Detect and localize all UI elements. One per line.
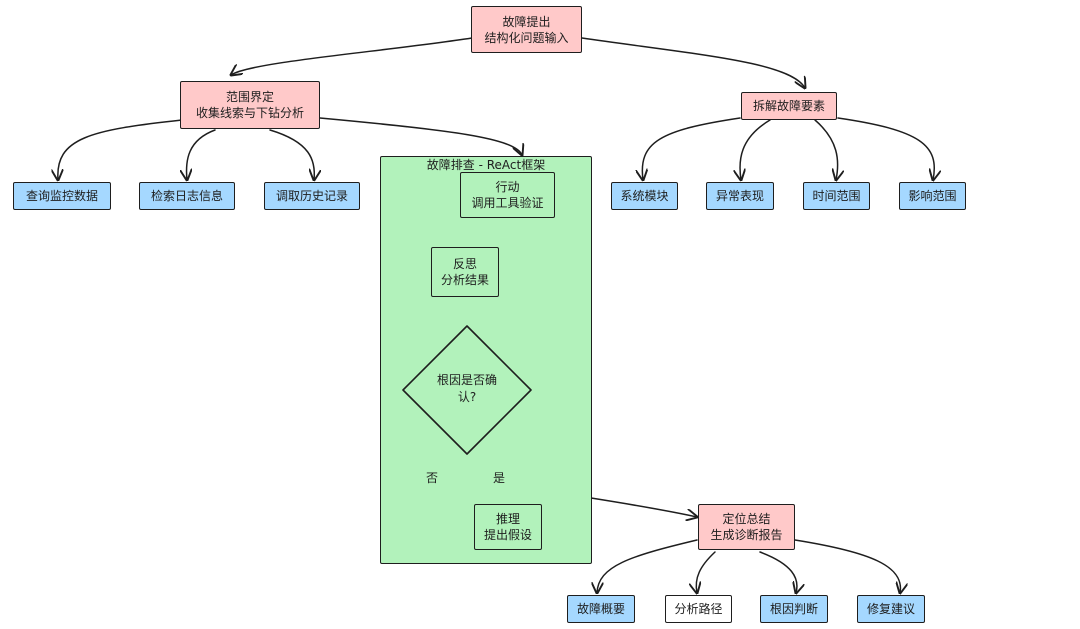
decision-text: 根因是否确 认? [405, 372, 529, 406]
edge-summary-root [759, 551, 797, 593]
summary-node-subtitle: 生成诊断报告 [710, 528, 783, 542]
edge-decompose-impact [837, 117, 934, 180]
root-node: 故障提出 结构化问题输入 [471, 6, 582, 53]
symptom-label: 异常表现 [715, 189, 764, 203]
overview-node: 故障概要 [567, 595, 635, 623]
impact-range-node: 影响范围 [899, 182, 966, 210]
system-module-label: 系统模块 [620, 189, 669, 203]
action-node-title: 行动 [495, 180, 520, 194]
decompose-node: 拆解故障要素 [741, 92, 837, 120]
action-node-subtitle: 调用工具验证 [471, 196, 544, 210]
root-cause-node: 根因判断 [760, 595, 828, 623]
reflect-node-title: 反思 [452, 257, 477, 271]
edge-summary-path [696, 551, 716, 593]
analysis-path-label: 分析路径 [674, 602, 723, 616]
edge-label-no: 否 [426, 471, 439, 485]
decision-line-1: 根因是否确 [436, 373, 497, 387]
action-node: 行动 调用工具验证 [460, 172, 555, 218]
edge-summary-fix [794, 539, 900, 593]
react-group-title: 故障排查 - ReAct框架 [426, 158, 546, 172]
overview-label: 故障概要 [576, 602, 625, 616]
symptom-node: 异常表现 [706, 182, 774, 210]
edge-scope-log [187, 129, 216, 180]
system-module-node: 系统模块 [611, 182, 678, 210]
reason-node-title: 推理 [495, 512, 520, 526]
edge-decompose-symptom [740, 119, 771, 180]
edge-label-yes: 是 [493, 471, 506, 485]
decompose-node-label: 拆解故障要素 [752, 99, 825, 113]
history-node: 调取历史记录 [264, 182, 360, 210]
edge-scope-monitor [58, 119, 183, 180]
fix-suggestion-node: 修复建议 [857, 595, 925, 623]
monitor-data-node: 查询监控数据 [13, 182, 111, 210]
decision-diamond [402, 325, 532, 455]
reflect-node: 反思 分析结果 [431, 247, 499, 297]
edge-decompose-time [814, 119, 838, 180]
reason-node: 推理 提出假设 [474, 504, 542, 550]
root-cause-label: 根因判断 [769, 602, 818, 616]
edge-root-scope [231, 37, 473, 75]
scope-node: 范围界定 收集线索与下钻分析 [180, 81, 320, 129]
root-node-title: 故障提出 [502, 14, 551, 29]
monitor-data-label: 查询监控数据 [25, 189, 98, 203]
edge-summary-overview [597, 539, 698, 593]
log-search-node: 检索日志信息 [139, 182, 235, 210]
summary-node: 定位总结 生成诊断报告 [698, 504, 795, 550]
summary-node-title: 定位总结 [722, 512, 771, 526]
impact-range-label: 影响范围 [908, 189, 957, 203]
history-label: 调取历史记录 [275, 189, 348, 203]
analysis-path-node: 分析路径 [665, 595, 732, 623]
log-search-label: 检索日志信息 [150, 189, 223, 203]
fix-suggestion-label: 修复建议 [866, 602, 915, 616]
reason-node-subtitle: 提出假设 [483, 528, 532, 542]
reflect-node-subtitle: 分析结果 [440, 273, 489, 287]
root-node-subtitle: 结构化问题输入 [484, 30, 569, 45]
time-range-label: 时间范围 [812, 189, 861, 203]
edge-scope-history [269, 129, 314, 180]
edge-root-decompose [581, 37, 805, 88]
decision-line-2: 认? [457, 390, 477, 404]
edge-scope-react [319, 117, 522, 155]
scope-node-title: 范围界定 [225, 90, 274, 104]
time-range-node: 时间范围 [803, 182, 870, 210]
edge-decompose-module [642, 117, 741, 180]
scope-node-subtitle: 收集线索与下钻分析 [195, 106, 304, 120]
